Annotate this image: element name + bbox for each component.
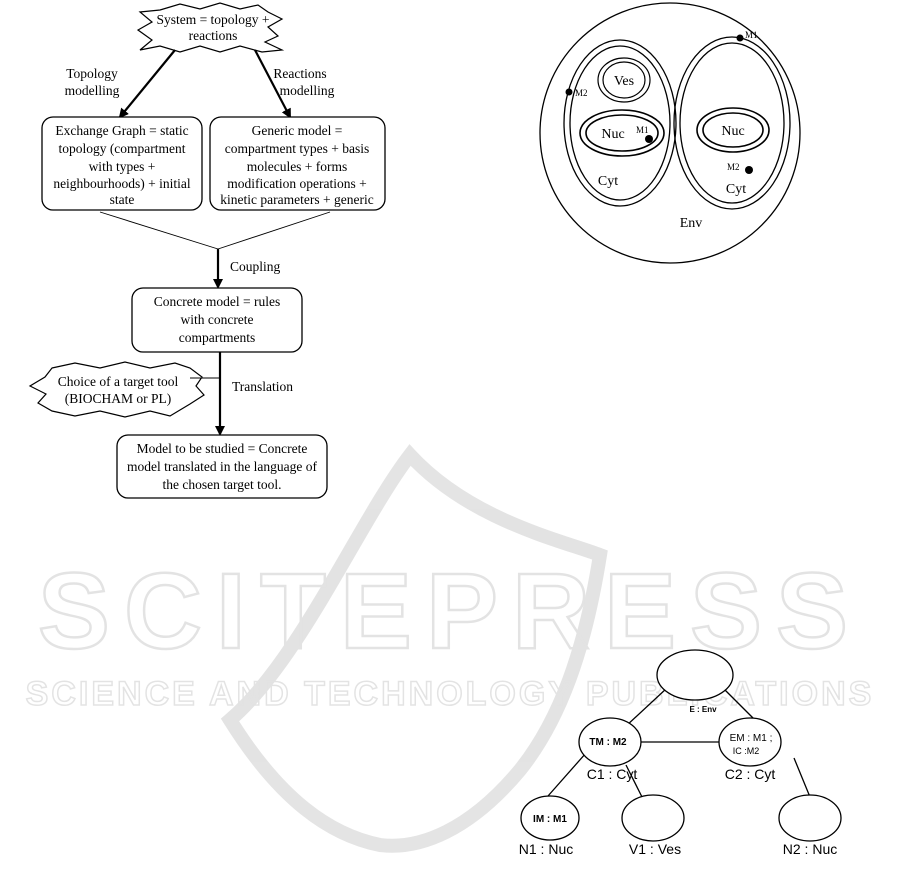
exchange-graph-line-2: topology (compartment [58, 141, 185, 156]
exchange-graph-box [41, 116, 203, 211]
node-e [656, 649, 734, 701]
cyt-right-label: Cyt [726, 182, 746, 197]
coupling-label: Coupling [230, 259, 281, 274]
generic-model-line-4: modification operations + [227, 176, 367, 191]
node-n1 [520, 795, 580, 841]
exchange-graph-line-1: Exchange Graph = static [55, 123, 188, 138]
cyt-left-outer [563, 39, 677, 207]
c2-inner-label-2: IC :M2 [733, 746, 760, 756]
cyt-left-inner [569, 45, 671, 201]
start-star-node [136, 2, 285, 53]
coupling-line-right [217, 211, 331, 250]
edge-e-c1 [624, 687, 668, 728]
node-c2 [718, 717, 782, 767]
edge-c1-n1 [547, 752, 587, 797]
exchange-graph-line-5: state [110, 192, 135, 207]
env-label: Env [680, 216, 703, 231]
final-model-line-2: model translated in the language of [127, 459, 318, 474]
c2-label: C2 : Cyt [725, 766, 776, 782]
choice-star-node [28, 361, 205, 418]
final-model-line-3: the chosen target tool. [163, 477, 282, 492]
start-text-line-1: System = topology + [156, 12, 269, 27]
n2-label: N2 : Nuc [783, 841, 837, 857]
tree-diagram [520, 649, 842, 842]
flowchart: System = topology + reactions Topology m… [28, 2, 386, 499]
concrete-model-line-1: Concrete model = rules [154, 294, 280, 309]
m2-right-dot [745, 166, 753, 174]
edge-c1-v1 [625, 764, 643, 798]
translation-label: Translation [232, 379, 293, 394]
nuc-left-outer [579, 109, 665, 157]
concrete-model-line-2: with concrete [180, 312, 253, 327]
ves-outer [597, 57, 651, 103]
generic-model-line-3: molecules + forms [247, 159, 348, 174]
c1-inner-label: TM : M2 [589, 737, 627, 748]
m2-left-label: M2 [575, 88, 588, 98]
watermark-main-text: SCITEPRESS [38, 550, 862, 671]
tree-labels: E : Env TM : M2 C1 : Cyt EM : M1 ; IC :M… [519, 705, 837, 857]
arrow-topology [118, 49, 176, 119]
ves-label: Ves [614, 74, 634, 89]
watermark-emblem-icon [220, 444, 608, 853]
watermark-sub-text: SCIENCE AND TECHNOLOGY PUBLICATIONS [26, 675, 875, 713]
reactions-label-line-1: Reactions [273, 66, 326, 81]
nuc-left-inner [585, 114, 659, 152]
final-model-line-1: Model to be studied = Concrete [137, 441, 308, 456]
cyt-right-outer [673, 36, 791, 210]
m2-right-label: M2 [727, 162, 740, 172]
c1-label: C1 : Cyt [587, 766, 638, 782]
cyt-left-label: Cyt [598, 174, 618, 189]
m2-left-dot [565, 88, 573, 96]
e-label: E : Env [689, 705, 717, 714]
topology-label-line-1: Topology [66, 66, 118, 81]
node-c1 [578, 717, 642, 767]
choice-line-2: (BIOCHAM or PL) [65, 391, 172, 406]
topology-label-line-2: modelling [65, 83, 120, 98]
node-v1 [621, 794, 685, 842]
coupling-line-left [99, 211, 219, 250]
concrete-model-line-3: compartments [179, 330, 255, 345]
generic-model-line-2: compartment types + basis [225, 141, 369, 156]
n1-inner-label: IM : M1 [533, 814, 567, 825]
cell-labels: Ves Nuc Nuc M1 M2 M1 M2 Cyt Cyt Env [575, 30, 758, 231]
m1-left-dot [645, 135, 653, 143]
arrow-reactions [254, 49, 291, 119]
edge-e-c2 [722, 687, 759, 724]
generic-model-line-1: Generic model = [252, 123, 343, 138]
generic-model-line-5: kinetic parameters + generic [220, 192, 373, 207]
reactions-label-line-2: modelling [280, 83, 335, 98]
choice-line-1: Choice of a target tool [58, 374, 179, 389]
cell-diagram [539, 2, 801, 264]
watermark: SCITEPRESS SCIENCE AND TECHNOLOGY PUBLIC… [25, 444, 875, 853]
env-circle [539, 2, 801, 264]
exchange-graph-line-4: neighbourhoods) + initial [53, 176, 191, 191]
start-text-line-2: reactions [189, 28, 238, 43]
generic-model-box [209, 116, 386, 211]
nuc-right-label: Nuc [721, 124, 744, 139]
edge-c2-n2 [793, 757, 811, 798]
m1-right-label: M1 [745, 30, 758, 40]
ves-inner [602, 61, 646, 99]
nuc-right-outer [696, 107, 770, 153]
node-n2 [778, 794, 842, 842]
nuc-left-label: Nuc [601, 127, 624, 142]
m1-left-label: M1 [636, 125, 649, 135]
v1-label: V1 : Ves [629, 841, 681, 857]
nuc-right-inner [702, 112, 764, 148]
concrete-model-box [131, 287, 303, 353]
final-model-box [116, 434, 328, 499]
c2-inner-label-1: EM : M1 ; [730, 733, 773, 744]
n1-label: N1 : Nuc [519, 841, 573, 857]
m1-right-dot [736, 34, 744, 42]
cyt-right-inner [679, 42, 785, 204]
exchange-graph-line-3: with types + [89, 159, 156, 174]
